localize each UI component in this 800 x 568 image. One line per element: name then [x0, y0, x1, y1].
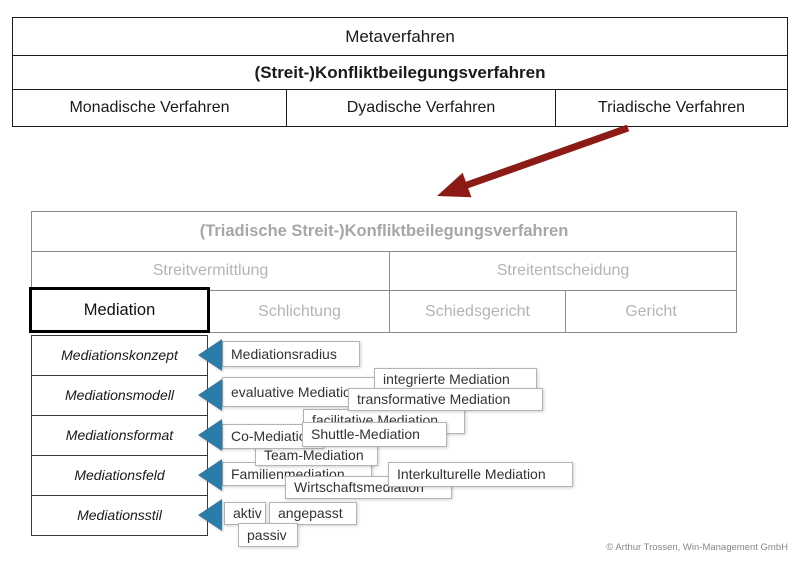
- procedure-row: Schlichtung Schiedsgericht Gericht: [32, 290, 736, 332]
- cell-triadische-verfahren: Triadische Verfahren: [555, 90, 787, 126]
- cell-monadische-verfahren: Monadische Verfahren: [69, 99, 230, 116]
- tag-transformative-mediation: transformative Mediation: [348, 388, 543, 411]
- cell-streitvermittlung: Streitvermittlung: [152, 262, 269, 279]
- copyright-notice: © Arthur Trossen, Win-Management GmbH: [606, 542, 788, 553]
- cell-schlichtung: Schlichtung: [209, 291, 389, 332]
- triadic-table-title: (Triadische Streit-)Konfliktbeilegungsve…: [199, 222, 569, 240]
- tag-interkulturelle-mediation: Interkulturelle Mediation: [388, 462, 573, 487]
- pointer-triangle-icon: [198, 499, 222, 531]
- pointer-triangle-icon: [198, 339, 222, 371]
- triadic-procedures-table: (Triadische Streit-)Konfliktbeilegungsve…: [31, 211, 737, 333]
- mediation-dimensions-column: Mediationskonzept Mediationsmodell Media…: [31, 335, 208, 536]
- dimension-mediationsstil: Mediationsstil: [32, 495, 207, 535]
- tag-aktiv: aktiv: [224, 502, 266, 525]
- dimension-mediationsformat: Mediationsformat: [32, 415, 207, 455]
- tag-shuttle-mediation: Shuttle-Mediation: [302, 422, 447, 447]
- dimension-mediationsfeld: Mediationsfeld: [32, 455, 207, 495]
- tag-angepasst: angepasst: [269, 502, 357, 525]
- pointer-triangle-icon: [198, 459, 222, 491]
- meta-procedures-title: Metaverfahren: [345, 27, 455, 46]
- conflict-resolution-title: (Streit-)Konfliktbeilegungsverfahren: [13, 55, 787, 89]
- cell-gericht: Gericht: [565, 291, 736, 332]
- tag-mediationsradius: Mediationsradius: [222, 341, 360, 367]
- red-arrow-icon: [437, 124, 630, 198]
- pointer-triangle-icon: [198, 379, 222, 411]
- tag-passiv: passiv: [238, 523, 298, 547]
- dimension-mediationskonzept: Mediationskonzept: [61, 347, 178, 363]
- cell-schiedsgericht: Schiedsgericht: [389, 291, 565, 332]
- cell-streitentscheidung: Streitentscheidung: [389, 252, 736, 290]
- cell-mediation-selected: Mediation: [29, 287, 210, 333]
- cell-dyadische-verfahren: Dyadische Verfahren: [286, 90, 555, 126]
- meta-procedures-table: Metaverfahren (Streit-)Konfliktbeilegung…: [12, 17, 788, 127]
- procedure-type-row: Monadische Verfahren Dyadische Verfahren…: [13, 89, 787, 126]
- group-row: Streitvermittlung Streitentscheidung: [32, 251, 736, 290]
- pointer-triangle-icon: [198, 419, 222, 451]
- dimension-mediationsmodell: Mediationsmodell: [32, 375, 207, 415]
